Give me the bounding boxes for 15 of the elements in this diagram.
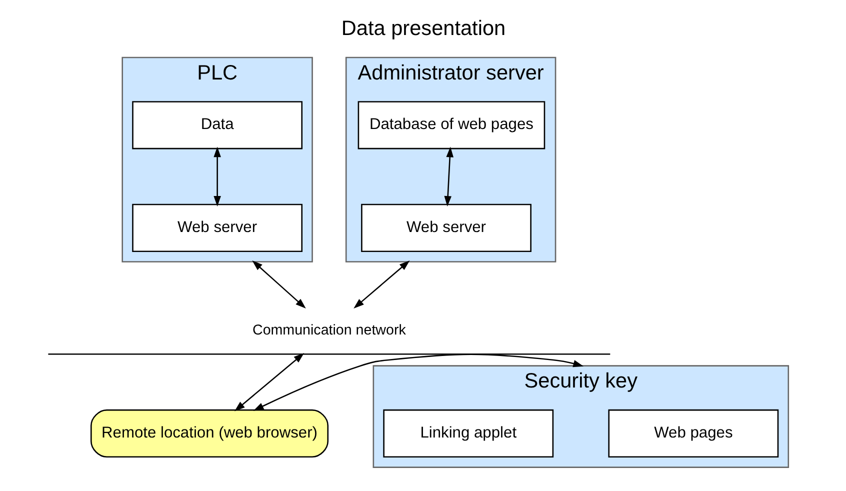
arrow: [444, 146, 454, 206]
node-box: Linking applet: [382, 409, 554, 458]
node-box: Database of web pages: [357, 101, 545, 150]
node-box: Web server: [360, 204, 531, 252]
node-box: Data: [132, 101, 302, 150]
diagram-title: Data presentation: [340, 17, 506, 40]
arrow: [252, 260, 306, 309]
node-box: Web server: [132, 204, 302, 252]
node-box: Remote location (web browser): [90, 409, 328, 458]
arrow: [234, 352, 304, 412]
node-text: Communication network: [252, 322, 406, 338]
arrow: [252, 354, 584, 411]
arrow: [213, 146, 220, 206]
arrow: [353, 260, 410, 309]
node-box: Web pages: [608, 409, 778, 458]
